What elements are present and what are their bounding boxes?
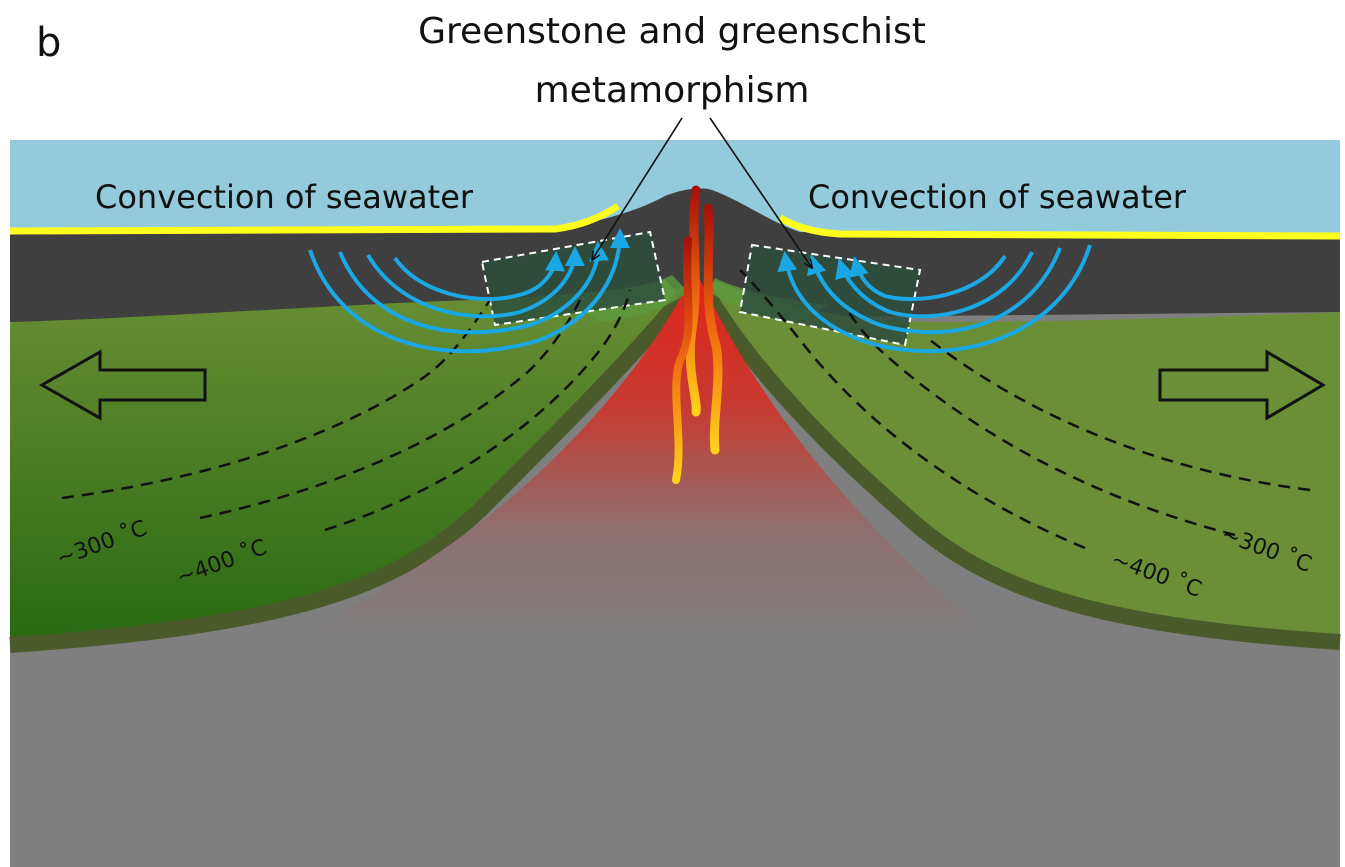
- isotherms-left: [61, 289, 632, 532]
- pointer-line-right: [709, 117, 812, 268]
- title-line-1: Greenstone and greenschist: [418, 11, 926, 52]
- crust-edge-right: [698, 286, 1341, 650]
- panel-label: b: [36, 20, 61, 66]
- title-line-2: metamorphism: [535, 70, 810, 111]
- magma-dikes: [672, 185, 723, 484]
- convection-label-right: Convection of seawater: [808, 178, 1187, 216]
- spreading-arrow-right-icon: [1158, 349, 1326, 421]
- isotherms-right: [739, 269, 1311, 550]
- convection-arrows-left: [308, 228, 630, 354]
- spreading-arrow-left-icon: [38, 349, 207, 421]
- convection-arrows-right: [777, 244, 1092, 354]
- sediment-right: [778, 214, 1341, 240]
- magma-chamber: [300, 280, 1000, 640]
- convection-label-left: Convection of seawater: [95, 178, 474, 216]
- crust-edge-left: [9, 285, 695, 653]
- basalt-layer: [10, 188, 1340, 325]
- sediment-left: [9, 203, 620, 235]
- pointer-line-left: [592, 117, 683, 260]
